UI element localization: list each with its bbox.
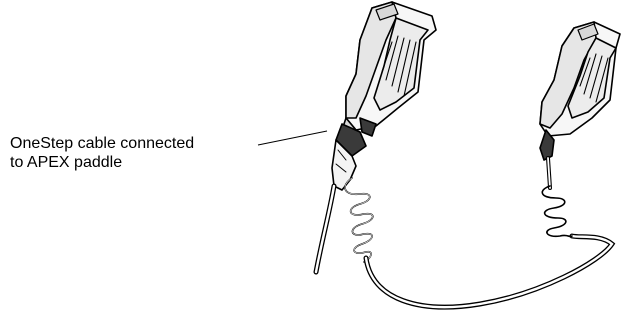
callout-leader-line [258,131,327,145]
left-coiled-cable-icon [345,178,373,262]
right-coiled-cable-icon [542,186,572,237]
connecting-cable-icon [366,236,612,307]
right-paddle-icon [540,22,620,188]
left-paddle-icon [316,2,436,272]
